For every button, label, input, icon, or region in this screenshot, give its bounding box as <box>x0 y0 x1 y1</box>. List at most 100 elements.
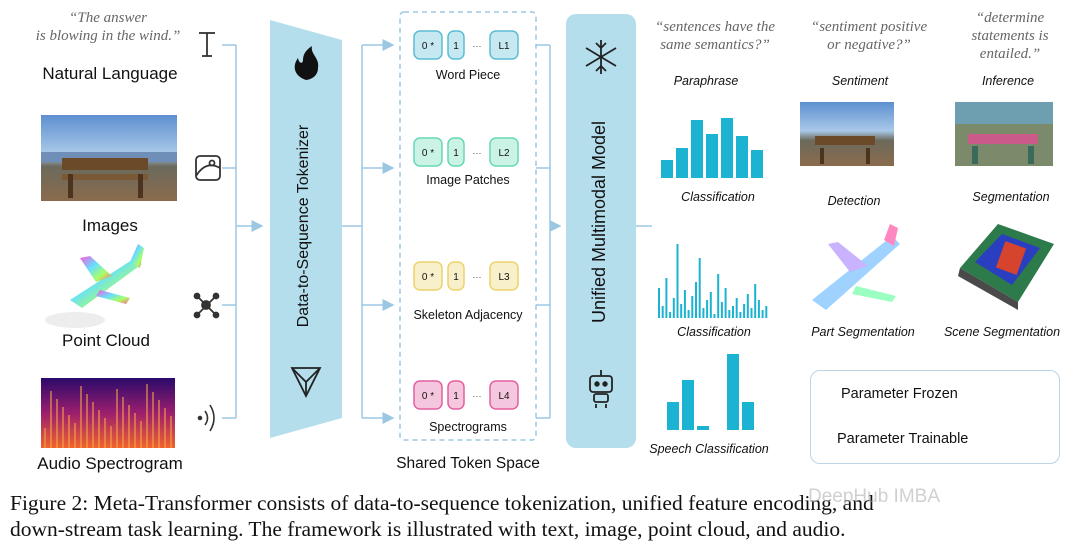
bar <box>742 402 754 430</box>
bar <box>746 294 749 318</box>
text-quote-line1: “The answer <box>69 10 147 26</box>
token-cell <box>447 261 465 291</box>
bar <box>736 136 748 178</box>
images-label: Images <box>82 216 138 235</box>
token-cell <box>489 30 519 60</box>
spectrogram-streak <box>110 426 112 448</box>
watermark: DeepHub IMBA <box>808 486 941 507</box>
text-quote-line2: is blowing in the wind.” <box>35 28 181 44</box>
sentiment-image <box>800 102 894 166</box>
inference-quote: “determine statements is entailed.” <box>948 9 1072 63</box>
bar <box>665 278 668 318</box>
bar <box>761 310 764 318</box>
robot-icon <box>589 370 613 408</box>
legend-trainable-label: Parameter Trainable <box>837 431 969 447</box>
spectrogram-streak <box>170 416 172 448</box>
token-cell <box>489 137 519 167</box>
bar <box>661 160 673 178</box>
bar <box>709 292 712 318</box>
bar <box>732 306 734 318</box>
bar <box>682 380 694 430</box>
unified-model-block <box>566 14 636 448</box>
token-cell-label: L2 <box>498 148 510 159</box>
token-space-box <box>399 11 537 441</box>
tetra-icon <box>290 367 322 399</box>
bar <box>669 312 672 318</box>
token-name-skeleton: Skeleton Adjacency <box>413 308 523 322</box>
input-connectors <box>222 44 264 419</box>
task-speech-classification: Speech Classification <box>649 442 769 456</box>
figure-caption: Figure 2: Meta-Transformer consists of d… <box>10 490 1078 542</box>
flame-icon <box>294 46 319 80</box>
task-sentiment: Sentiment <box>831 74 889 88</box>
spectrogram-streak <box>128 405 130 448</box>
token-cell-label: 0 * <box>422 41 434 52</box>
token-space-title: Shared Token Space <box>396 455 540 472</box>
bar <box>757 300 760 318</box>
bar <box>698 258 701 318</box>
bar <box>706 300 709 318</box>
token-cell-label: 1 <box>453 272 459 283</box>
token-to-model-connectors <box>536 44 652 419</box>
token-dots: ··· <box>473 41 482 51</box>
spectrogram-streak <box>116 389 118 448</box>
paraphrase-quote-line1: “sentences have the <box>655 19 775 35</box>
spectrogram-streak <box>152 392 154 448</box>
bar <box>667 402 679 430</box>
bar <box>765 306 768 318</box>
token-cell <box>489 261 519 291</box>
detection-airplane <box>812 224 900 310</box>
bar <box>724 288 727 318</box>
spectrogram-streak <box>92 402 94 448</box>
task-scene-segmentation: Scene Segmentation <box>943 325 1061 339</box>
bar <box>739 312 742 318</box>
audio-icon <box>197 404 215 432</box>
bar <box>687 310 690 318</box>
bar <box>750 308 753 318</box>
spectrogram-streak <box>158 400 160 448</box>
token-dots: ··· <box>473 391 482 401</box>
token-cell <box>413 261 443 291</box>
bar <box>728 310 731 318</box>
spectrogram-streak <box>104 418 106 448</box>
token-cell <box>447 30 465 60</box>
paraphrase-quote: “sentences have the same semantics?” <box>640 18 790 54</box>
text-quote: “The answer is blowing in the wind.” <box>18 9 198 45</box>
sentiment-quote: “sentiment positive or negative?” <box>794 18 944 54</box>
token-cell-label: 1 <box>453 391 459 402</box>
spectrogram-streak <box>164 408 166 448</box>
task-paraphrase: Paraphrase <box>673 74 739 88</box>
legend-frozen-label: Parameter Frozen <box>841 386 958 402</box>
bar <box>676 148 688 178</box>
bar <box>691 296 694 318</box>
spectrogram-streak <box>50 391 52 448</box>
diagram-canvas: 0 *1L1···0 *1L2···0 *1L3···0 *1L4··· <box>41 11 1054 452</box>
bar <box>721 118 733 178</box>
inference-image <box>955 102 1053 166</box>
bar <box>717 274 720 318</box>
bar <box>680 304 683 318</box>
token-cell-label: 0 * <box>422 148 434 159</box>
unified-model-label: Unified Multimodal Model <box>589 120 609 324</box>
bar <box>735 298 738 318</box>
bar <box>672 298 675 318</box>
spectrogram-streak <box>56 399 58 448</box>
task-part-segmentation: Part Segmentation <box>811 325 915 339</box>
task-classification-text: Classification <box>681 190 755 204</box>
bar <box>713 314 716 318</box>
paraphrase-bars <box>661 118 763 178</box>
task-inference: Inference <box>981 74 1035 88</box>
text-cursor-icon <box>199 32 215 57</box>
token-name-spectrograms: Spectrograms <box>429 420 507 434</box>
image-icon <box>195 155 221 181</box>
token-dots: ··· <box>473 148 482 158</box>
spectrogram-streak <box>98 410 100 448</box>
caption-line1: Figure 2: Meta-Transformer consists of d… <box>10 491 874 515</box>
spectrogram-streak <box>44 428 46 448</box>
token-name-image-patches: Image Patches <box>426 173 510 187</box>
inference-quote-line2: statements is <box>971 28 1049 44</box>
token-cell <box>447 137 465 167</box>
